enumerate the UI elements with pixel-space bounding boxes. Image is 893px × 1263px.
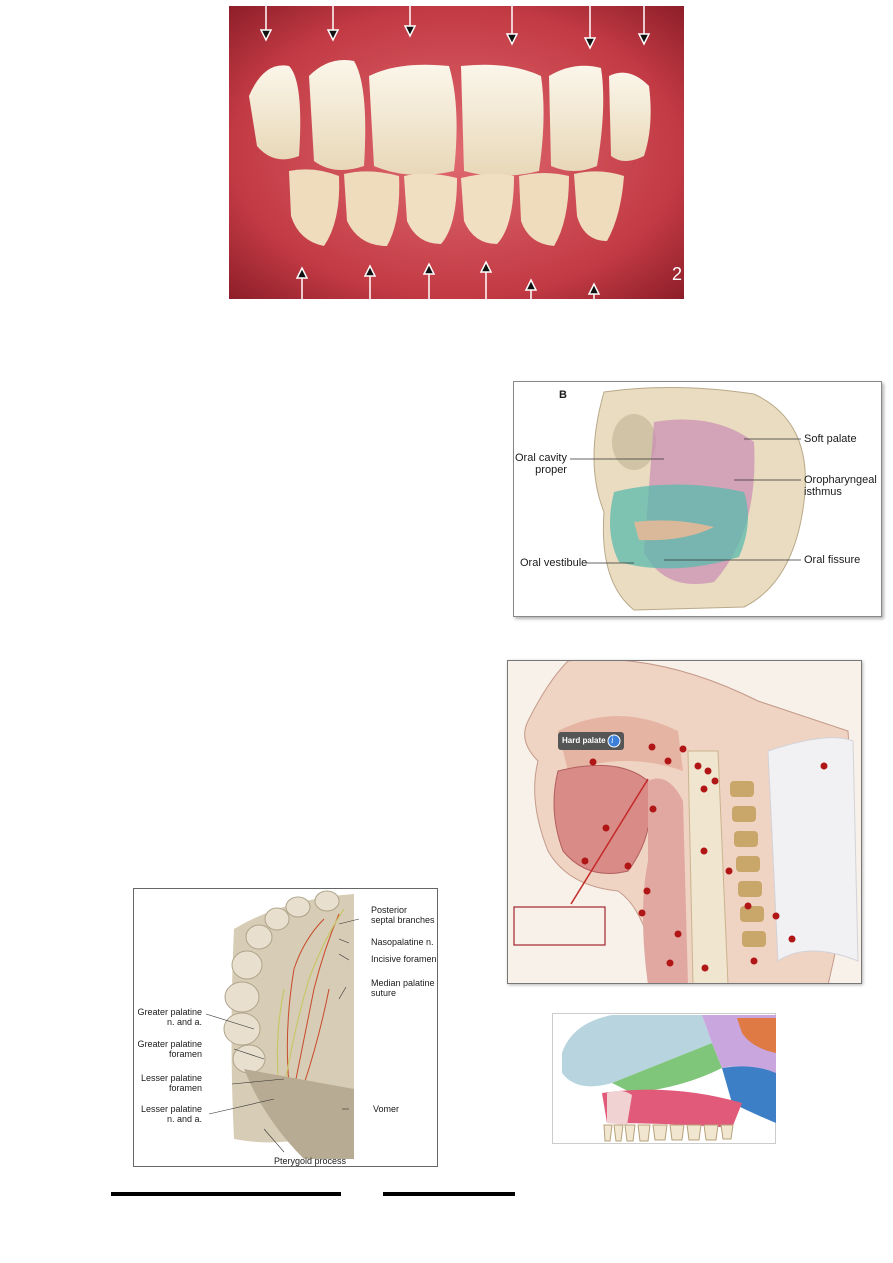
nasal-bones-figure bbox=[552, 1013, 776, 1144]
label-lesser-palatine-foramen: Lesser palatine foramen bbox=[140, 1073, 202, 1093]
skull-illustration bbox=[570, 386, 806, 611]
horizontal-rule-left bbox=[111, 1192, 341, 1196]
label-oral-cavity-proper: Oral cavity proper bbox=[515, 452, 567, 476]
palate-illustration bbox=[205, 890, 360, 1159]
annotation-box bbox=[513, 906, 606, 946]
hard-palate-tooltip: Hard palate bbox=[562, 736, 606, 745]
label-lesser-palatine-na: Lesser palatine n. and a. bbox=[140, 1104, 202, 1124]
label-greater-palatine-na: Greater palatine n. and a. bbox=[137, 1007, 202, 1027]
label-oral-fissure: Oral fissure bbox=[804, 554, 861, 566]
horizontal-rule-right bbox=[383, 1192, 515, 1196]
label-soft-palate: Soft palate bbox=[804, 433, 857, 445]
sagittal-head-figure: Hard palate i bbox=[507, 660, 862, 984]
figure-number: 2 bbox=[671, 264, 682, 284]
label-nasopalatine: Nasopalatine n. bbox=[371, 937, 434, 947]
label-greater-palatine-foramen: Greater palatine foramen bbox=[137, 1039, 202, 1059]
sagittal-illustration bbox=[508, 661, 861, 983]
teeth-illustration bbox=[229, 6, 684, 299]
label-vomer: Vomer bbox=[373, 1104, 400, 1114]
maxilla-illustration bbox=[552, 1013, 776, 1144]
info-icon[interactable]: i bbox=[611, 735, 614, 745]
oral-cavity-figure: B Oral cavity proper Soft palate Orophar… bbox=[513, 381, 882, 617]
label-oral-vestibule: Oral vestibule bbox=[520, 557, 588, 569]
label-oropharyngeal-isthmus: Oropharyngeal isthmus bbox=[804, 474, 877, 498]
teeth-photo: 2 bbox=[229, 6, 684, 299]
label-pterygoid: Pterygoid process bbox=[274, 1156, 347, 1166]
label-median-palatine: Median palatine suture bbox=[371, 978, 435, 998]
label-incisive-foramen: Incisive foramen bbox=[371, 954, 437, 964]
label-posterior-septal: Posterior septal branches bbox=[371, 905, 435, 925]
palate-nerves-figure: Posterior septal branches Nasopalatine n… bbox=[133, 888, 438, 1167]
panel-letter: B bbox=[559, 389, 567, 401]
